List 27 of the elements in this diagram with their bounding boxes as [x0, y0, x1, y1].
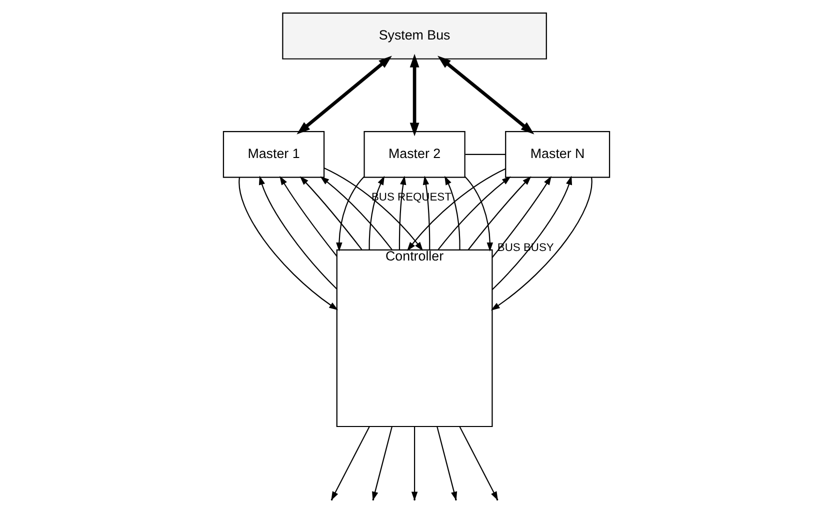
arrow: [409, 54, 419, 136]
node-box: Master 1: [222, 130, 324, 178]
arrow: [279, 176, 337, 257]
arrow: [444, 176, 460, 250]
arrow: [398, 176, 406, 250]
arrow: [320, 176, 392, 250]
arrow: [299, 176, 362, 250]
node-box: Controller: [336, 249, 492, 428]
arrow: [238, 177, 338, 310]
arrow: [324, 168, 423, 251]
arrow: [422, 176, 430, 250]
arrow: [491, 176, 572, 290]
connector: [464, 154, 505, 155]
arrow: [258, 176, 337, 290]
arrow: [336, 176, 364, 252]
arrow: [296, 56, 392, 134]
arrow: [406, 168, 506, 252]
arrow: [467, 176, 531, 250]
node-box: Master 2: [363, 130, 465, 178]
arrow: [437, 56, 534, 134]
arrow: [490, 177, 592, 310]
arrow: [464, 176, 493, 252]
arrow: [491, 176, 551, 258]
arrow: [368, 176, 384, 250]
node-box: System Bus: [282, 12, 546, 60]
node-box: Master N: [504, 130, 610, 178]
arrow: [437, 176, 510, 250]
